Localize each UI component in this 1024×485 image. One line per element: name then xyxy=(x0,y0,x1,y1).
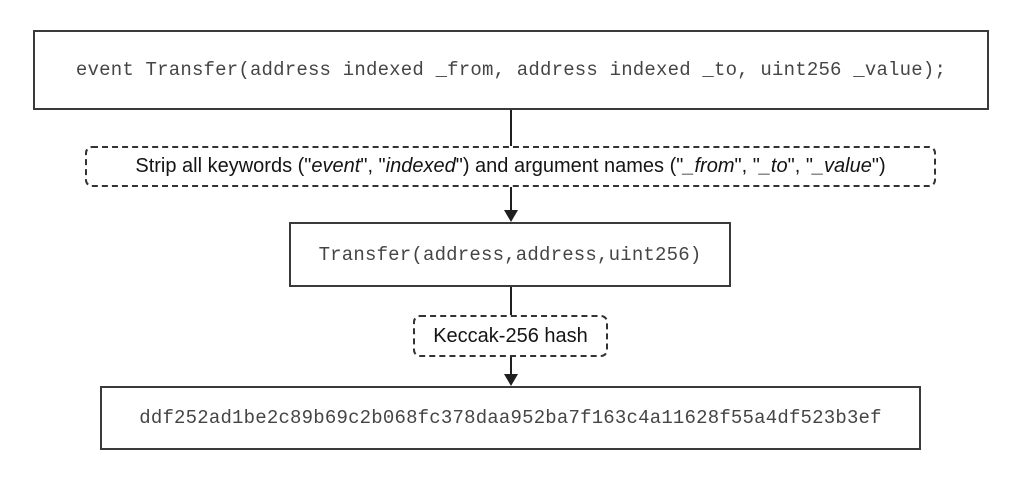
event-declaration-box: event Transfer(address indexed _from, ad… xyxy=(33,30,989,110)
strip-label-segment: ") and argument names (" xyxy=(455,155,684,177)
arrow-down-icon xyxy=(504,210,518,222)
strip-label-segment-italic: event xyxy=(311,155,361,177)
flow-connector-line xyxy=(510,110,512,146)
canonical-signature-box: Transfer(address,address,uint256) xyxy=(289,222,731,287)
keccak-hash-label-box: Keccak-256 hash xyxy=(413,315,608,357)
strip-label-segment-italic: indexed xyxy=(385,155,456,177)
strip-label-segment: ", " xyxy=(734,155,760,177)
strip-label-segment-italic: _to xyxy=(759,155,788,177)
strip-keywords-label-box: Strip all keywords ("event", "indexed") … xyxy=(85,146,936,187)
strip-keywords-label-text: Strip all keywords ("event", "indexed") … xyxy=(135,155,885,178)
hash-output-text: ddf252ad1be2c89b69c2b068fc378daa952ba7f1… xyxy=(139,407,882,429)
canonical-signature-text: Transfer(address,address,uint256) xyxy=(318,243,702,266)
hash-output-box: ddf252ad1be2c89b69c2b068fc378daa952ba7f1… xyxy=(100,386,921,450)
flow-connector-line xyxy=(510,357,512,375)
keccak-hash-label-text: Keccak-256 hash xyxy=(433,324,588,347)
strip-label-segment-italic: _value xyxy=(812,155,872,177)
strip-label-segment: ", " xyxy=(360,155,386,177)
strip-label-segment-italic: _from xyxy=(683,155,735,177)
flow-connector-line xyxy=(510,187,512,211)
strip-label-segment: ") xyxy=(871,155,886,177)
strip-label-segment: ", " xyxy=(787,155,813,177)
flow-connector-line xyxy=(510,287,512,315)
event-declaration-text: event Transfer(address indexed _from, ad… xyxy=(75,59,947,81)
arrow-down-icon xyxy=(504,374,518,386)
strip-label-segment: Strip all keywords (" xyxy=(135,155,312,177)
